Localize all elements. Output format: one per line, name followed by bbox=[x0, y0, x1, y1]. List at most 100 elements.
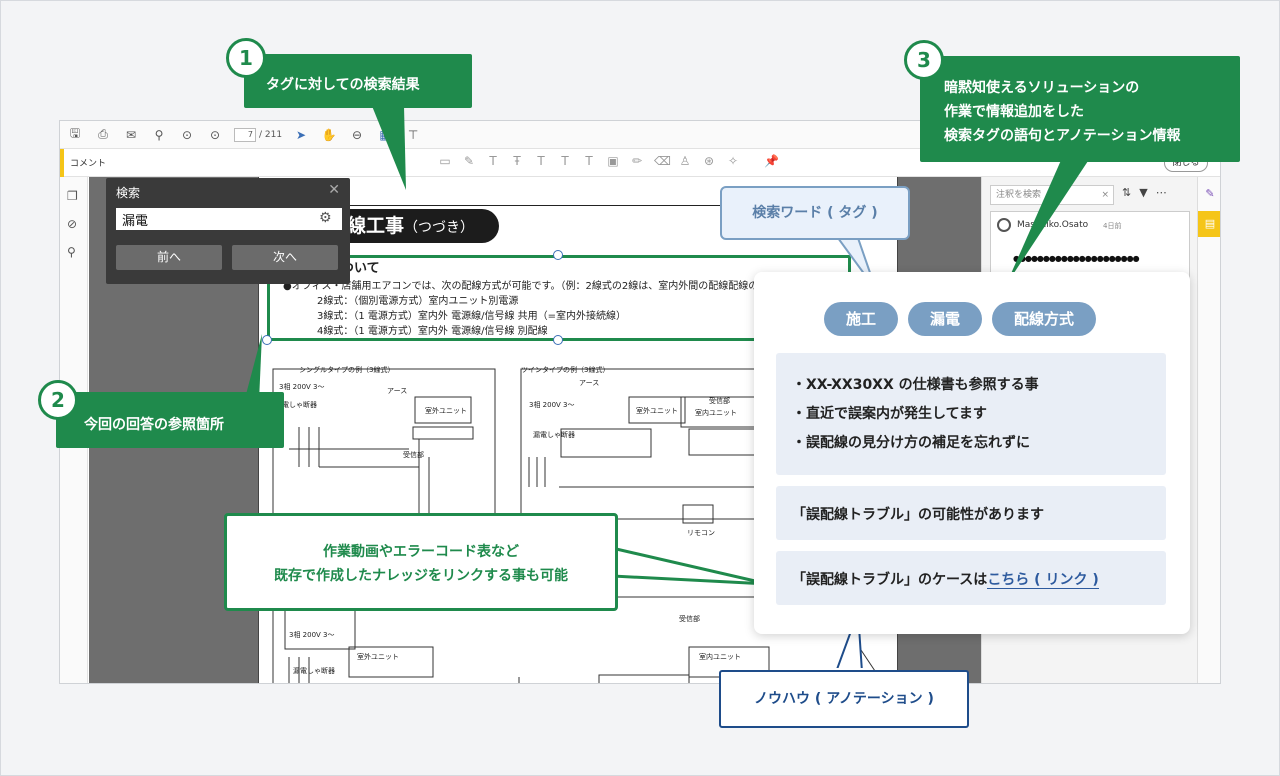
outdoor-unit-label: 室外ユニット bbox=[425, 406, 467, 415]
sticky-note-icon[interactable]: ▭ bbox=[439, 154, 451, 168]
outdoor-unit-label-3: 室外ユニット bbox=[357, 652, 399, 661]
knowledge-card: 施工 漏電 配線方式 ・XX-XX30XX の仕様書も参照する事 ・直近で誤案内… bbox=[754, 272, 1190, 634]
selection-handle[interactable] bbox=[553, 250, 563, 260]
sort-icon[interactable]: ⇅ bbox=[1122, 186, 1132, 199]
selection-handle[interactable] bbox=[553, 335, 563, 345]
callout3-line-1: 暗黙知使えるソリューションの bbox=[944, 80, 1140, 96]
fill-sign-icon[interactable]: ✎ bbox=[1205, 187, 1215, 200]
callout3-line-3: 検索タグの語句とアノテーション情報 bbox=[944, 128, 1181, 144]
comment-panel-tools: ⇅ ▼ ⋯ bbox=[1122, 186, 1167, 199]
callout-link-knowledge: 作業動画やエラーコード表など 既存で作成したナレッジをリンクする事も可能 bbox=[224, 513, 618, 611]
comment-masked-text: ●●●●●●●●●●●●●●●●●●●●● bbox=[1013, 254, 1140, 263]
eraser-icon[interactable]: ⌫ bbox=[654, 154, 671, 168]
document-line-1: ●オフィス・店舗用エアコンでは、次の配線方式が可能です。（例：2線式の2線は、室… bbox=[283, 281, 779, 292]
callout-number-3: 3 bbox=[904, 40, 944, 80]
right-tool-rail: ✎ ▤ bbox=[1197, 177, 1220, 683]
add-text-icon[interactable]: T bbox=[585, 154, 593, 168]
comment-toolbar-label: コメント bbox=[70, 159, 107, 169]
pages-icon[interactable]: ❐ bbox=[67, 189, 78, 203]
single-type-label: シングルタイプの例（3線式） bbox=[299, 365, 394, 374]
note-item: ・直近で誤案内が発生してます bbox=[792, 406, 987, 422]
page-number-input[interactable]: 7 bbox=[234, 127, 256, 142]
replace-text-icon[interactable]: T bbox=[537, 154, 545, 168]
callout1-pointer bbox=[372, 106, 406, 190]
callout-number-2: 2 bbox=[38, 380, 78, 420]
callout-search-result: タグに対しての検索結果 bbox=[244, 54, 472, 108]
text-box-icon[interactable]: ▣ bbox=[607, 154, 619, 168]
comment-toolbar: コメント ▭ ✎ T Ŧ T T T ▣ ✏ ⌫ ♙ ⊛ ✧ 📌 閉じる bbox=[60, 149, 1220, 177]
receiver-label-2: 受信部 bbox=[709, 396, 730, 405]
breaker-label: 漏電しゃ断器 bbox=[275, 400, 317, 409]
underline-text-icon[interactable]: T bbox=[489, 154, 497, 168]
earth-label-2: アース bbox=[579, 379, 599, 387]
document-heading: 線工事（つづき） bbox=[341, 209, 499, 243]
link-callout-pointer bbox=[610, 546, 769, 586]
comment-mode-bar bbox=[60, 149, 64, 177]
callout3-line-2: 作業で情報追加をした bbox=[944, 104, 1084, 120]
comment-time: 4日前 bbox=[1103, 222, 1122, 230]
tag-leakage[interactable]: 漏電 bbox=[908, 302, 983, 336]
clear-search-icon[interactable]: × bbox=[1101, 190, 1109, 200]
select-cursor-icon[interactable]: ➤ bbox=[296, 127, 307, 142]
more-options-icon[interactable]: ⋯ bbox=[1155, 186, 1167, 199]
note-item: ・XX-XX30XX の仕様書も参照する事 bbox=[792, 377, 1039, 393]
document-heading-sub: （つづき） bbox=[404, 220, 475, 236]
user-avatar bbox=[997, 218, 1011, 232]
callout3-pointer bbox=[1006, 158, 1090, 285]
comment-user: Masahiko.Osato bbox=[1017, 220, 1089, 230]
mail-icon[interactable]: ✉ bbox=[125, 127, 137, 142]
insert-text-icon[interactable]: T bbox=[561, 154, 569, 168]
zoom-out-icon[interactable]: ⊖ bbox=[352, 127, 363, 142]
indoor-unit-label: 室内ユニット bbox=[695, 408, 737, 417]
prev-button[interactable]: 前へ bbox=[116, 245, 222, 270]
breaker-label-2: 漏電しゃ断器 bbox=[533, 430, 575, 439]
callout-tags-annotations: 暗黙知使えるソリューションの 作業で情報追加をした 検索タグの語句とアノテーショ… bbox=[920, 56, 1240, 162]
note-possibility: 「誤配線トラブル」の可能性があります bbox=[776, 486, 1166, 540]
comment-tool-icon[interactable]: ▤ bbox=[1198, 211, 1220, 237]
stamp-icon[interactable]: ♙ bbox=[679, 154, 691, 168]
link-callout-line-1: 作業動画やエラーコード表など bbox=[323, 544, 519, 560]
case-link[interactable]: こちら ( リンク ) bbox=[987, 572, 1099, 589]
note-item: ・誤配線の見分け方の補足を忘れずに bbox=[792, 435, 1030, 451]
document-section-title: ついて bbox=[341, 261, 380, 276]
search-input[interactable] bbox=[116, 208, 342, 230]
attachment-icon[interactable]: ⊘ bbox=[67, 217, 78, 231]
document-line-2: 2線式：（個別電源方式）室内ユニット別電源 bbox=[317, 296, 519, 307]
power-label-2: 3相 200V 3～ bbox=[529, 400, 575, 409]
stamp-tool-icon[interactable]: ⊤ bbox=[407, 127, 419, 142]
pin-icon[interactable]: 📌 bbox=[764, 154, 779, 168]
filter-icon[interactable]: ▼ bbox=[1139, 186, 1148, 199]
save-icon[interactable]: 🖫 bbox=[69, 126, 81, 140]
strikethrough-text-icon[interactable]: Ŧ bbox=[513, 154, 521, 168]
document-line-4: 4線式：（1 電源方式）室内外 電源線/信号線 別配線 bbox=[317, 326, 548, 337]
shapes-icon[interactable]: ✧ bbox=[727, 154, 739, 168]
power-label: 3相 200V 3～ bbox=[279, 382, 325, 391]
link-callout-line-2: 既存で作成したナレッジをリンクする事も可能 bbox=[274, 568, 568, 584]
page-total: / 211 bbox=[259, 129, 283, 140]
hand-tool-icon[interactable]: ✋ bbox=[321, 127, 337, 142]
next-button[interactable]: 次へ bbox=[232, 245, 338, 270]
zoom-search-icon[interactable]: ⚲ bbox=[154, 127, 164, 142]
document-heading-text: 線工事 bbox=[347, 215, 405, 237]
callout-search-word: 検索ワード ( タグ ) bbox=[720, 186, 910, 240]
page-down-icon[interactable]: ⊙ bbox=[209, 127, 221, 142]
attach-icon[interactable]: ⊛ bbox=[703, 154, 715, 168]
tag-wiring-method[interactable]: 配線方式 bbox=[992, 302, 1097, 336]
callout-knowhow: ノウハウ ( アノテーション ) bbox=[719, 670, 969, 728]
outdoor-unit-box bbox=[414, 396, 472, 424]
selection-handle[interactable] bbox=[262, 335, 272, 345]
remote-label: リモコン bbox=[687, 529, 715, 537]
search-icon[interactable]: ⚲ bbox=[67, 245, 76, 259]
breaker-label-3: 漏電しゃ断器 bbox=[293, 666, 335, 675]
tag-construction[interactable]: 施工 bbox=[824, 302, 899, 336]
page-up-icon[interactable]: ⊙ bbox=[181, 127, 193, 142]
page-top-rule bbox=[269, 205, 881, 206]
callout-reference-section: 今回の回答の参照箇所 bbox=[56, 392, 284, 448]
tag-list: 施工 漏電 配線方式 bbox=[824, 302, 1097, 336]
highlight-icon[interactable]: ✎ bbox=[463, 154, 475, 168]
close-icon[interactable]: ✕ bbox=[328, 182, 340, 198]
pencil-icon[interactable]: ✏ bbox=[631, 154, 643, 168]
print-icon[interactable]: ⎙ bbox=[98, 127, 108, 141]
earth-label: アース bbox=[387, 387, 407, 395]
gear-icon[interactable]: ⚙ bbox=[319, 210, 332, 226]
